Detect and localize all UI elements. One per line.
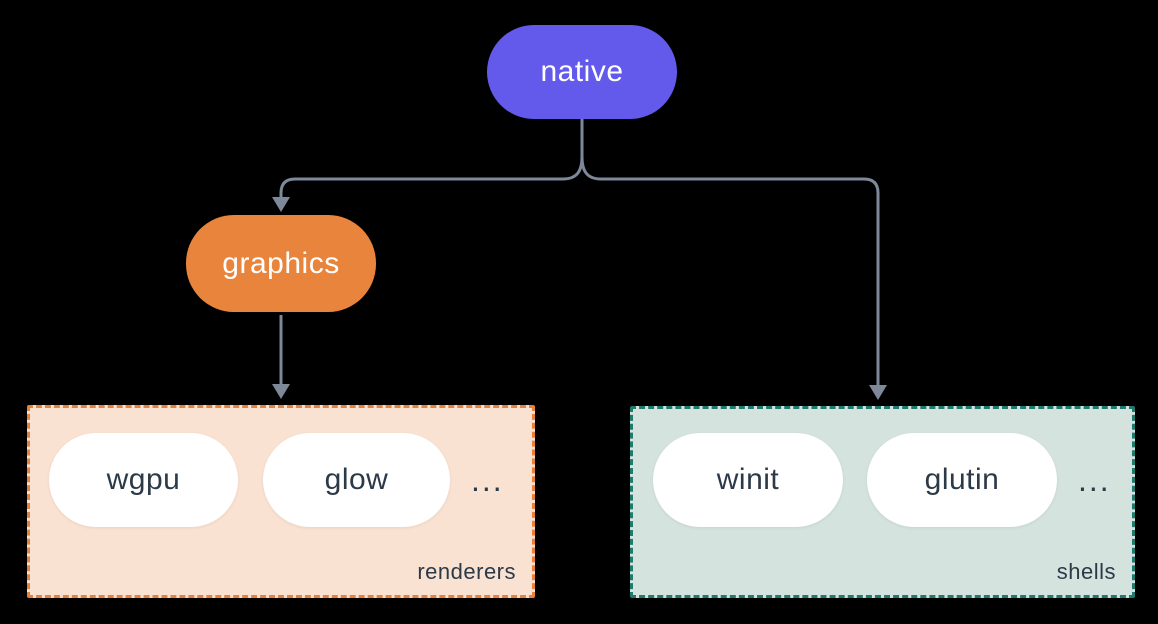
item-glutin: glutin xyxy=(867,433,1057,527)
item-winit: winit xyxy=(653,433,843,527)
group-shells-label: shells xyxy=(1056,559,1116,584)
group-renderers-label: renderers xyxy=(417,559,516,584)
group-shells: winit glutin ... shells xyxy=(630,406,1135,598)
arrowhead-to-graphics-icon xyxy=(272,197,290,212)
node-graphics: graphics xyxy=(186,215,376,312)
item-glow: glow xyxy=(263,433,450,527)
item-wgpu: wgpu xyxy=(49,433,238,527)
arrowhead-to-shells-icon xyxy=(869,385,887,400)
renderers-ellipsis: ... xyxy=(471,461,504,498)
shells-ellipsis: ... xyxy=(1078,461,1111,498)
item-wgpu-label: wgpu xyxy=(106,463,181,496)
node-native-label: native xyxy=(540,55,624,88)
arrowhead-to-renderers-icon xyxy=(272,384,290,399)
branch-line-right xyxy=(580,119,880,386)
branch-line-left xyxy=(279,119,584,198)
node-native: native xyxy=(487,25,677,119)
node-graphics-label: graphics xyxy=(222,246,340,280)
item-glutin-label: glutin xyxy=(924,463,1000,496)
item-glow-label: glow xyxy=(324,463,389,496)
item-winit-label: winit xyxy=(716,463,780,496)
group-renderers: wgpu glow ... renderers xyxy=(27,405,535,598)
